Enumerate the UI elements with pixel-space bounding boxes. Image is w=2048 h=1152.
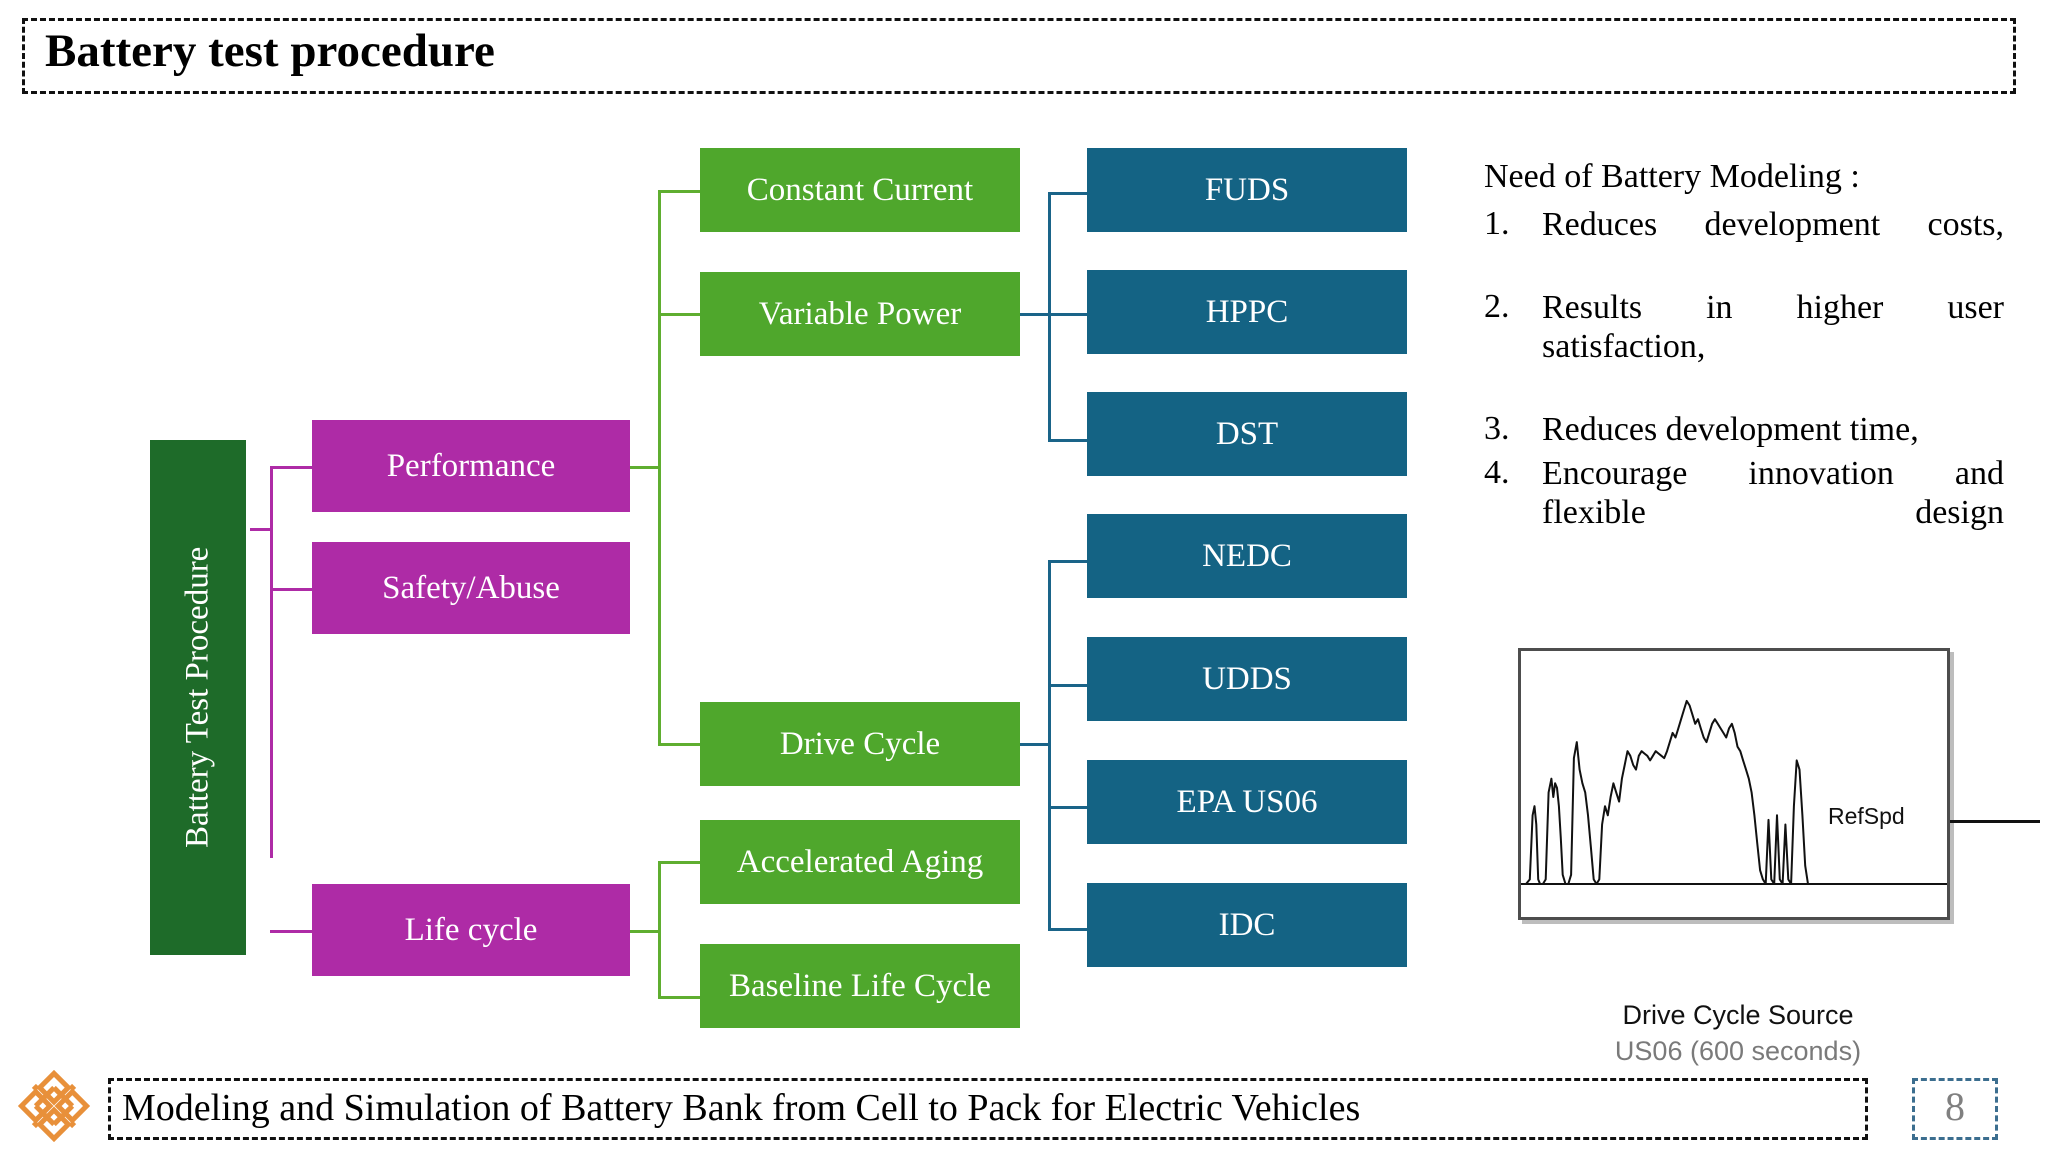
notes-item-number: 4.	[1484, 453, 1510, 491]
connector-root-stem	[250, 528, 272, 531]
notes-item-text: Reduces development costs,	[1542, 206, 2004, 243]
node-life-cycle-label: Life cycle	[404, 911, 538, 948]
notes-item-text: Results in higher user satisfaction,	[1542, 288, 2004, 366]
node-hppc-label: HPPC	[1205, 293, 1289, 330]
node-nedc[interactable]: NEDC	[1087, 514, 1407, 598]
connector-drive-cycle-udds	[1048, 684, 1088, 687]
drive-cycle-figure: RefSpd	[1518, 648, 2040, 928]
node-nedc-label: NEDC	[1202, 537, 1292, 574]
node-idc[interactable]: IDC	[1087, 883, 1407, 967]
node-performance[interactable]: Performance	[312, 420, 630, 512]
node-variable-power-label: Variable Power	[758, 295, 962, 332]
node-performance-label: Performance	[386, 447, 556, 484]
connector-variable-power-spine	[1048, 192, 1051, 442]
figure-caption-primary: Drive Cycle Source	[1622, 1000, 1854, 1030]
figure-caption-secondary: US06 (600 seconds)	[1614, 1036, 1862, 1066]
connector-root-safety	[270, 588, 312, 591]
connector-variable-power-dst	[1048, 439, 1088, 442]
connector-root-spine	[270, 466, 273, 858]
connector-performance-variable-power	[658, 313, 700, 316]
connector-performance-drive-cycle	[658, 743, 700, 746]
footer-border	[108, 1078, 1868, 1140]
node-variable-power[interactable]: Variable Power	[700, 272, 1020, 356]
notes-item-number: 1.	[1484, 205, 1510, 242]
notes-item: 2. Results in higher user satisfaction,	[1484, 288, 2004, 406]
node-fuds-label: FUDS	[1204, 171, 1290, 208]
node-constant-current-label: Constant Current	[746, 171, 974, 208]
node-hppc[interactable]: HPPC	[1087, 270, 1407, 354]
node-dst[interactable]: DST	[1087, 392, 1407, 476]
root-box-battery-test-procedure[interactable]: Battery Test Procedure	[150, 440, 246, 955]
node-life-cycle[interactable]: Life cycle	[312, 884, 630, 976]
node-accelerated-aging-label: Accelerated Aging	[736, 843, 984, 880]
node-drive-cycle[interactable]: Drive Cycle	[700, 702, 1020, 786]
notes-heading: Need of Battery Modeling :	[1484, 158, 1860, 195]
notes-item-number: 2.	[1484, 287, 1510, 325]
page-number: 8	[1945, 1084, 1965, 1129]
connector-lifecycle-spine	[658, 861, 661, 999]
node-baseline-life-cycle-label: Baseline Life Cycle	[728, 967, 992, 1004]
node-safety-abuse-label: Safety/Abuse	[382, 569, 560, 606]
notes-item-text: Reduces development time,	[1542, 411, 1919, 449]
connector-lifecycle-baseline	[658, 996, 700, 999]
connector-performance-spine	[658, 190, 661, 746]
notes-item-number: 3.	[1484, 410, 1510, 448]
connector-performance-constant-current	[658, 190, 700, 193]
page-number-border	[1912, 1078, 1998, 1140]
endless-knot-logo-icon	[18, 1070, 90, 1142]
node-baseline-life-cycle[interactable]: Baseline Life Cycle	[700, 944, 1020, 1028]
refspd-legend-line	[1950, 820, 2040, 823]
connector-variable-power-hppc	[1048, 313, 1088, 316]
drive-cycle-plot	[1521, 699, 1947, 885]
page-title: Battery test procedure	[45, 25, 495, 77]
connector-variable-power-fuds	[1048, 192, 1088, 195]
refspd-legend-label: RefSpd	[1828, 803, 1905, 829]
connector-lifecycle-stem	[630, 930, 660, 933]
connector-performance-stem	[630, 466, 660, 469]
notes-list: 1. Reduces development costs, 2. Results…	[1484, 205, 2004, 576]
node-fuds[interactable]: FUDS	[1087, 148, 1407, 232]
node-udds-label: UDDS	[1202, 660, 1292, 697]
node-accelerated-aging[interactable]: Accelerated Aging	[700, 820, 1020, 904]
notes-item: 3. Reduces development time,	[1484, 410, 2004, 449]
footer-title: Modeling and Simulation of Battery Bank …	[122, 1087, 1361, 1129]
node-epa-us06-label: EPA US06	[1176, 783, 1318, 820]
node-safety-abuse[interactable]: Safety/Abuse	[312, 542, 630, 634]
connector-drive-cycle-idc	[1048, 928, 1088, 931]
node-udds[interactable]: UDDS	[1087, 637, 1407, 721]
node-dst-label: DST	[1215, 415, 1279, 452]
connector-drive-cycle-nedc	[1048, 560, 1088, 563]
title-border	[22, 18, 2016, 94]
connector-drive-cycle-epa-us06	[1048, 806, 1088, 809]
connector-root-performance	[270, 466, 312, 469]
node-epa-us06[interactable]: EPA US06	[1087, 760, 1407, 844]
root-box-label: Battery Test Procedure	[179, 546, 216, 849]
connector-drive-cycle-stem	[1020, 743, 1050, 746]
node-constant-current[interactable]: Constant Current	[700, 148, 1020, 232]
connector-root-lifecycle	[270, 930, 312, 933]
node-drive-cycle-label: Drive Cycle	[779, 725, 941, 762]
drive-cycle-frame	[1518, 648, 1950, 920]
connector-lifecycle-accelerated-aging	[658, 861, 700, 864]
notes-item: 4. Encourage innovation and flexible des…	[1484, 454, 2004, 572]
connector-drive-cycle-spine	[1048, 560, 1051, 930]
notes-item: 1. Reduces development costs,	[1484, 205, 2004, 284]
connector-variable-power-stem	[1020, 313, 1050, 316]
node-idc-label: IDC	[1218, 906, 1276, 943]
notes-item-text: Encourage innovation and flexible design	[1542, 454, 2004, 532]
